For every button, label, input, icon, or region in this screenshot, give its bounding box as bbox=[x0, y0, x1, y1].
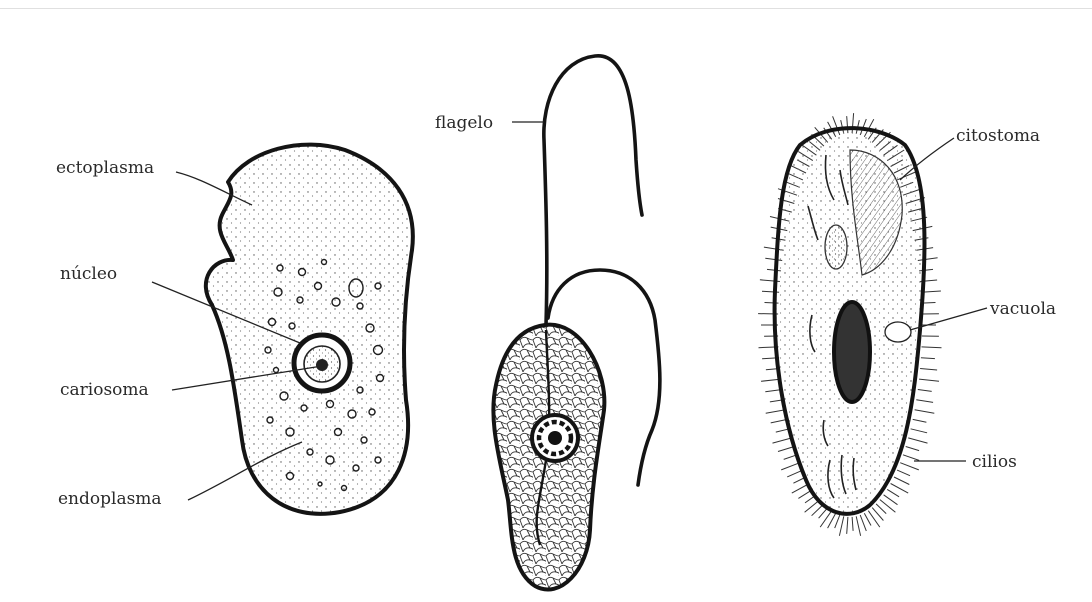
label-citostoma: citostoma bbox=[956, 126, 1040, 146]
cilium bbox=[922, 347, 942, 348]
cilium bbox=[860, 515, 866, 531]
cilium bbox=[864, 513, 871, 525]
amoeba-body bbox=[206, 145, 413, 514]
cilium bbox=[773, 438, 792, 443]
contractile-vacuole bbox=[885, 322, 911, 342]
cilium bbox=[900, 463, 919, 470]
flagellate-organism bbox=[493, 56, 660, 590]
paramecium-organism bbox=[758, 113, 941, 536]
amoeba-nucleus bbox=[294, 335, 350, 391]
label-cilios: cilios bbox=[972, 452, 1017, 472]
flagellum-long bbox=[544, 56, 642, 325]
cilium bbox=[839, 516, 843, 536]
label-vacuola: vacuola bbox=[989, 299, 1056, 319]
cilium bbox=[913, 419, 927, 422]
flagellate-nucleus bbox=[532, 415, 578, 461]
macronucleus bbox=[834, 302, 870, 402]
cilium bbox=[771, 419, 788, 423]
cilium bbox=[856, 516, 860, 536]
cilium bbox=[778, 447, 794, 452]
cilium bbox=[918, 390, 932, 392]
cilium bbox=[852, 517, 853, 531]
cilium bbox=[921, 358, 935, 359]
label-flagelo: flagelo bbox=[435, 113, 493, 133]
cilium bbox=[894, 477, 909, 485]
amoeba-organism bbox=[206, 145, 413, 514]
cilium bbox=[915, 410, 935, 414]
cilium bbox=[908, 438, 927, 443]
cilium bbox=[847, 517, 848, 534]
cilium bbox=[906, 447, 919, 451]
cilium bbox=[919, 379, 939, 381]
cilium bbox=[835, 515, 840, 528]
label-ectoplasma: ectoplasma bbox=[56, 158, 154, 178]
label-endoplasma: endoplasma bbox=[58, 489, 162, 509]
cilium bbox=[766, 410, 786, 414]
cilium bbox=[891, 484, 909, 494]
cilium bbox=[781, 463, 800, 470]
label-cariosoma: cariosoma bbox=[60, 380, 149, 400]
food-vacuole bbox=[825, 225, 847, 269]
cilium bbox=[876, 504, 886, 514]
cilium bbox=[916, 400, 933, 403]
cilium bbox=[884, 495, 898, 505]
cilium bbox=[897, 470, 910, 476]
label-nucleo: núcleo bbox=[60, 264, 117, 284]
cilium bbox=[911, 429, 928, 433]
cilium bbox=[920, 369, 937, 371]
cilium bbox=[903, 455, 919, 461]
cilium bbox=[887, 489, 899, 496]
